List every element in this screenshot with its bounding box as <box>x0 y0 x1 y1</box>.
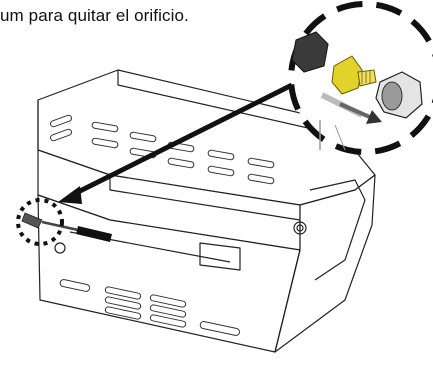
screwdriver-icon <box>21 212 112 242</box>
instruction-caption: um para quitar el orificio. <box>0 6 189 25</box>
detail-magnifier <box>288 1 433 155</box>
cabinet-vents <box>59 279 241 336</box>
removal-motion-arrow-icon <box>320 92 382 124</box>
hex-socket-icon <box>375 71 423 119</box>
orifice-location-marker <box>16 198 64 246</box>
hex-nut-icon <box>291 31 329 73</box>
brass-orifice-icon <box>331 55 377 95</box>
callout-arrow-icon <box>58 82 294 204</box>
